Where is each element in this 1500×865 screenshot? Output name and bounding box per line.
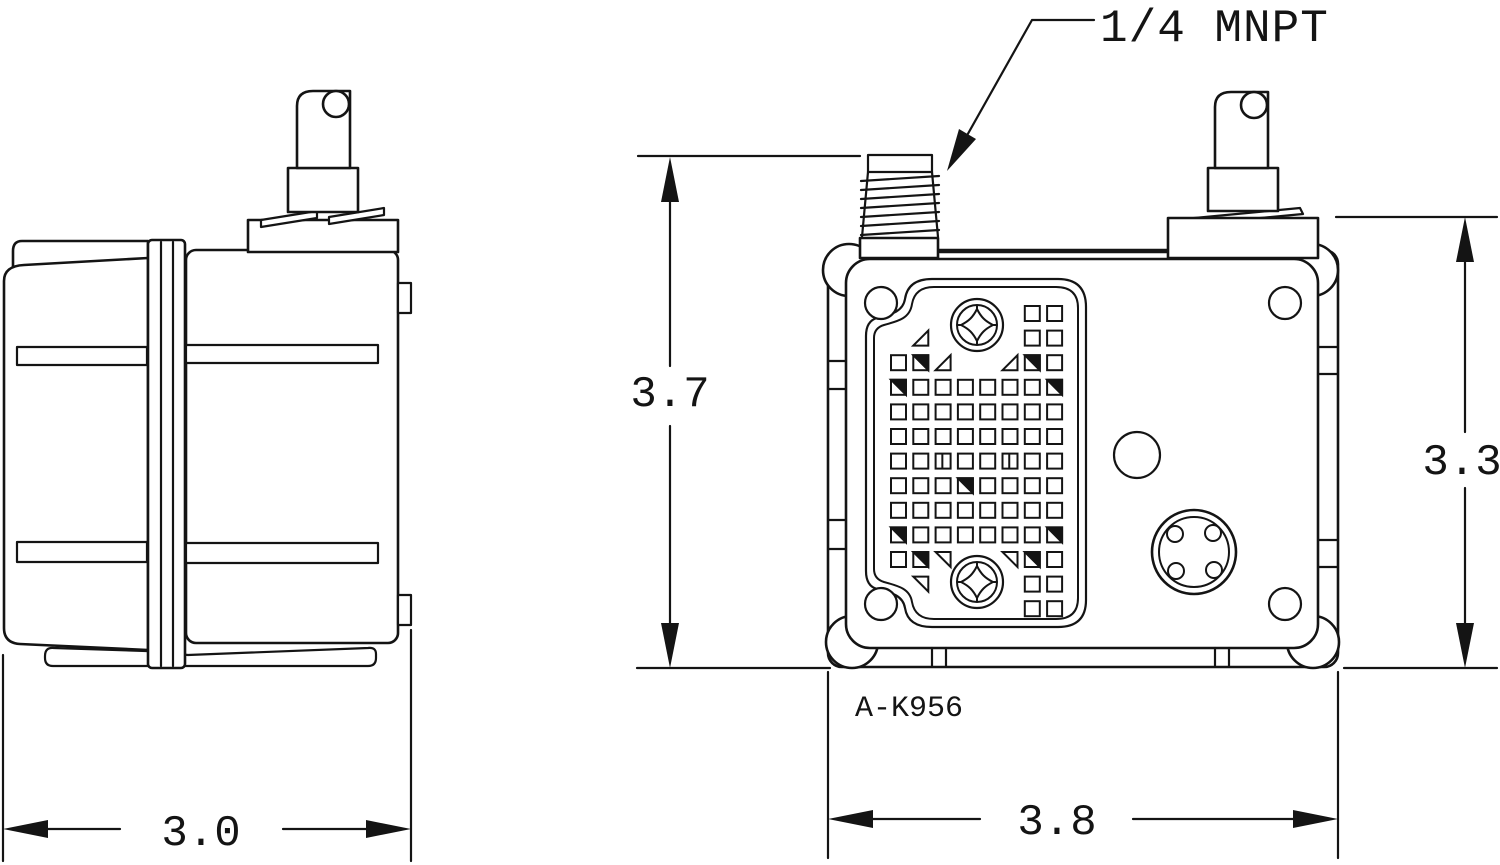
arrowhead	[1456, 217, 1474, 262]
threaded-port	[858, 153, 941, 260]
gland-nut	[1206, 166, 1280, 213]
vent-grille	[864, 277, 1088, 629]
dimension-overall-height: 3.7	[630, 154, 862, 670]
edge-tabs	[826, 345, 1340, 569]
side-fitting-block	[246, 218, 400, 254]
mount-block	[1166, 216, 1320, 260]
side-cord-grip	[259, 89, 386, 229]
side-tab	[396, 281, 413, 315]
side-rib	[15, 345, 149, 367]
leader-arrowhead	[947, 129, 976, 171]
center-hole	[1112, 430, 1162, 480]
four-pin-connector	[1150, 508, 1238, 596]
front-cord-grip	[1166, 90, 1320, 260]
dimension-text-front-width: 3.8	[1017, 798, 1096, 848]
side-switch-body	[184, 248, 400, 645]
side-tab	[396, 593, 413, 627]
grille-holes	[888, 305, 1064, 618]
corner-hole	[863, 586, 899, 622]
dimension-body-height: 3.3	[1334, 215, 1500, 670]
arrowhead	[661, 623, 679, 668]
arrowhead	[1456, 623, 1474, 668]
arrowhead	[828, 810, 873, 828]
threads	[859, 170, 941, 239]
part-number: A-K956	[855, 692, 963, 726]
corner-hole	[863, 285, 899, 321]
arrowhead	[1293, 810, 1338, 828]
grille-outline-inner	[873, 286, 1079, 620]
port-label: 1/4 MNPT	[1100, 3, 1329, 55]
arrowhead	[366, 820, 411, 838]
side-foot	[43, 646, 378, 668]
port-base-block	[858, 236, 940, 260]
dimension-text-overall-height: 3.7	[630, 370, 709, 420]
dimension-text-body-height: 3.3	[1422, 438, 1500, 488]
mounting-feet	[930, 646, 1231, 668]
side-rib	[15, 540, 149, 564]
dimension-text-side-width: 3.0	[161, 809, 240, 859]
cable-loop	[1239, 90, 1269, 120]
corner-hole	[1267, 586, 1303, 622]
arrowhead	[3, 820, 48, 838]
corner-hole	[1267, 285, 1303, 321]
gland-nut	[286, 166, 360, 214]
dimension-front-width: 3.8	[826, 670, 1340, 860]
side-rib	[184, 343, 380, 365]
port-tip	[866, 153, 934, 174]
cable-loop	[321, 89, 351, 119]
washer	[327, 206, 386, 226]
phillips-screw	[949, 297, 1005, 353]
front-view	[821, 90, 1341, 670]
side-view	[2, 89, 413, 670]
arrowhead	[661, 157, 679, 202]
side-cover	[2, 256, 150, 652]
side-clamp-band	[146, 238, 187, 670]
side-rib	[184, 541, 380, 565]
port-callout: 1/4 MNPT	[947, 3, 1329, 171]
washer	[259, 209, 319, 229]
phillips-screw	[949, 554, 1005, 610]
dimension-side-width: 3.0	[1, 628, 413, 863]
